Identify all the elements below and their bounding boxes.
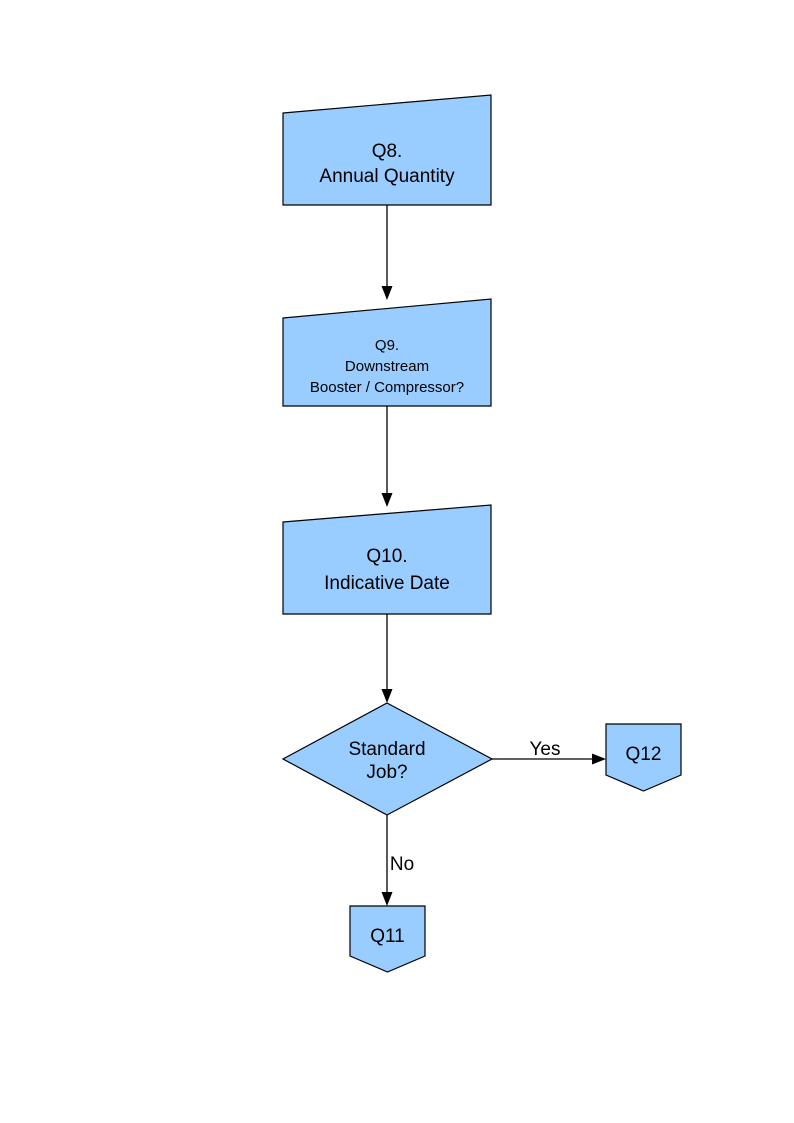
connector-q10-to-decision [381, 614, 393, 703]
q8-shape[interactable] [282, 94, 492, 206]
q11-label: Q11 [370, 926, 405, 947]
connector-decision-to-q12 [492, 753, 606, 765]
q10-shape[interactable] [282, 504, 492, 615]
connector-q8-to-q9 [381, 205, 393, 300]
q9-label-line2: Downstream [345, 358, 429, 375]
edge-label-no: No [390, 854, 414, 875]
node-decision-standard-job[interactable]: Standard Job? [281, 702, 494, 816]
node-q10[interactable]: Q10. Indicative Date [282, 504, 492, 615]
decision-label-line2: Job? [366, 762, 407, 783]
node-q11[interactable]: Q11 [349, 905, 426, 973]
connector-q9-to-q10 [381, 406, 393, 507]
q9-label-line1: Q9. [375, 337, 399, 354]
node-q9[interactable]: Q9. Downstream Booster / Compressor? [282, 298, 492, 407]
q10-label-line2: Indicative Date [324, 573, 450, 594]
q12-label: Q12 [626, 744, 662, 765]
q12-shape[interactable] [605, 723, 682, 792]
decision-label-line1: Standard [348, 739, 425, 760]
q9-shape[interactable] [282, 298, 492, 407]
edge-label-yes: Yes [530, 739, 561, 760]
q9-label-line3: Booster / Compressor? [310, 379, 464, 396]
q11-shape[interactable] [349, 905, 426, 973]
node-q8[interactable]: Q8. Annual Quantity [282, 94, 492, 206]
decision-shape[interactable] [281, 702, 494, 816]
q8-label-line1: Q8. [372, 141, 403, 162]
q8-label-line2: Annual Quantity [319, 166, 455, 187]
q10-label-line1: Q10. [366, 546, 407, 567]
node-q12[interactable]: Q12 [605, 723, 682, 792]
connector-decision-to-q11 [381, 815, 393, 906]
